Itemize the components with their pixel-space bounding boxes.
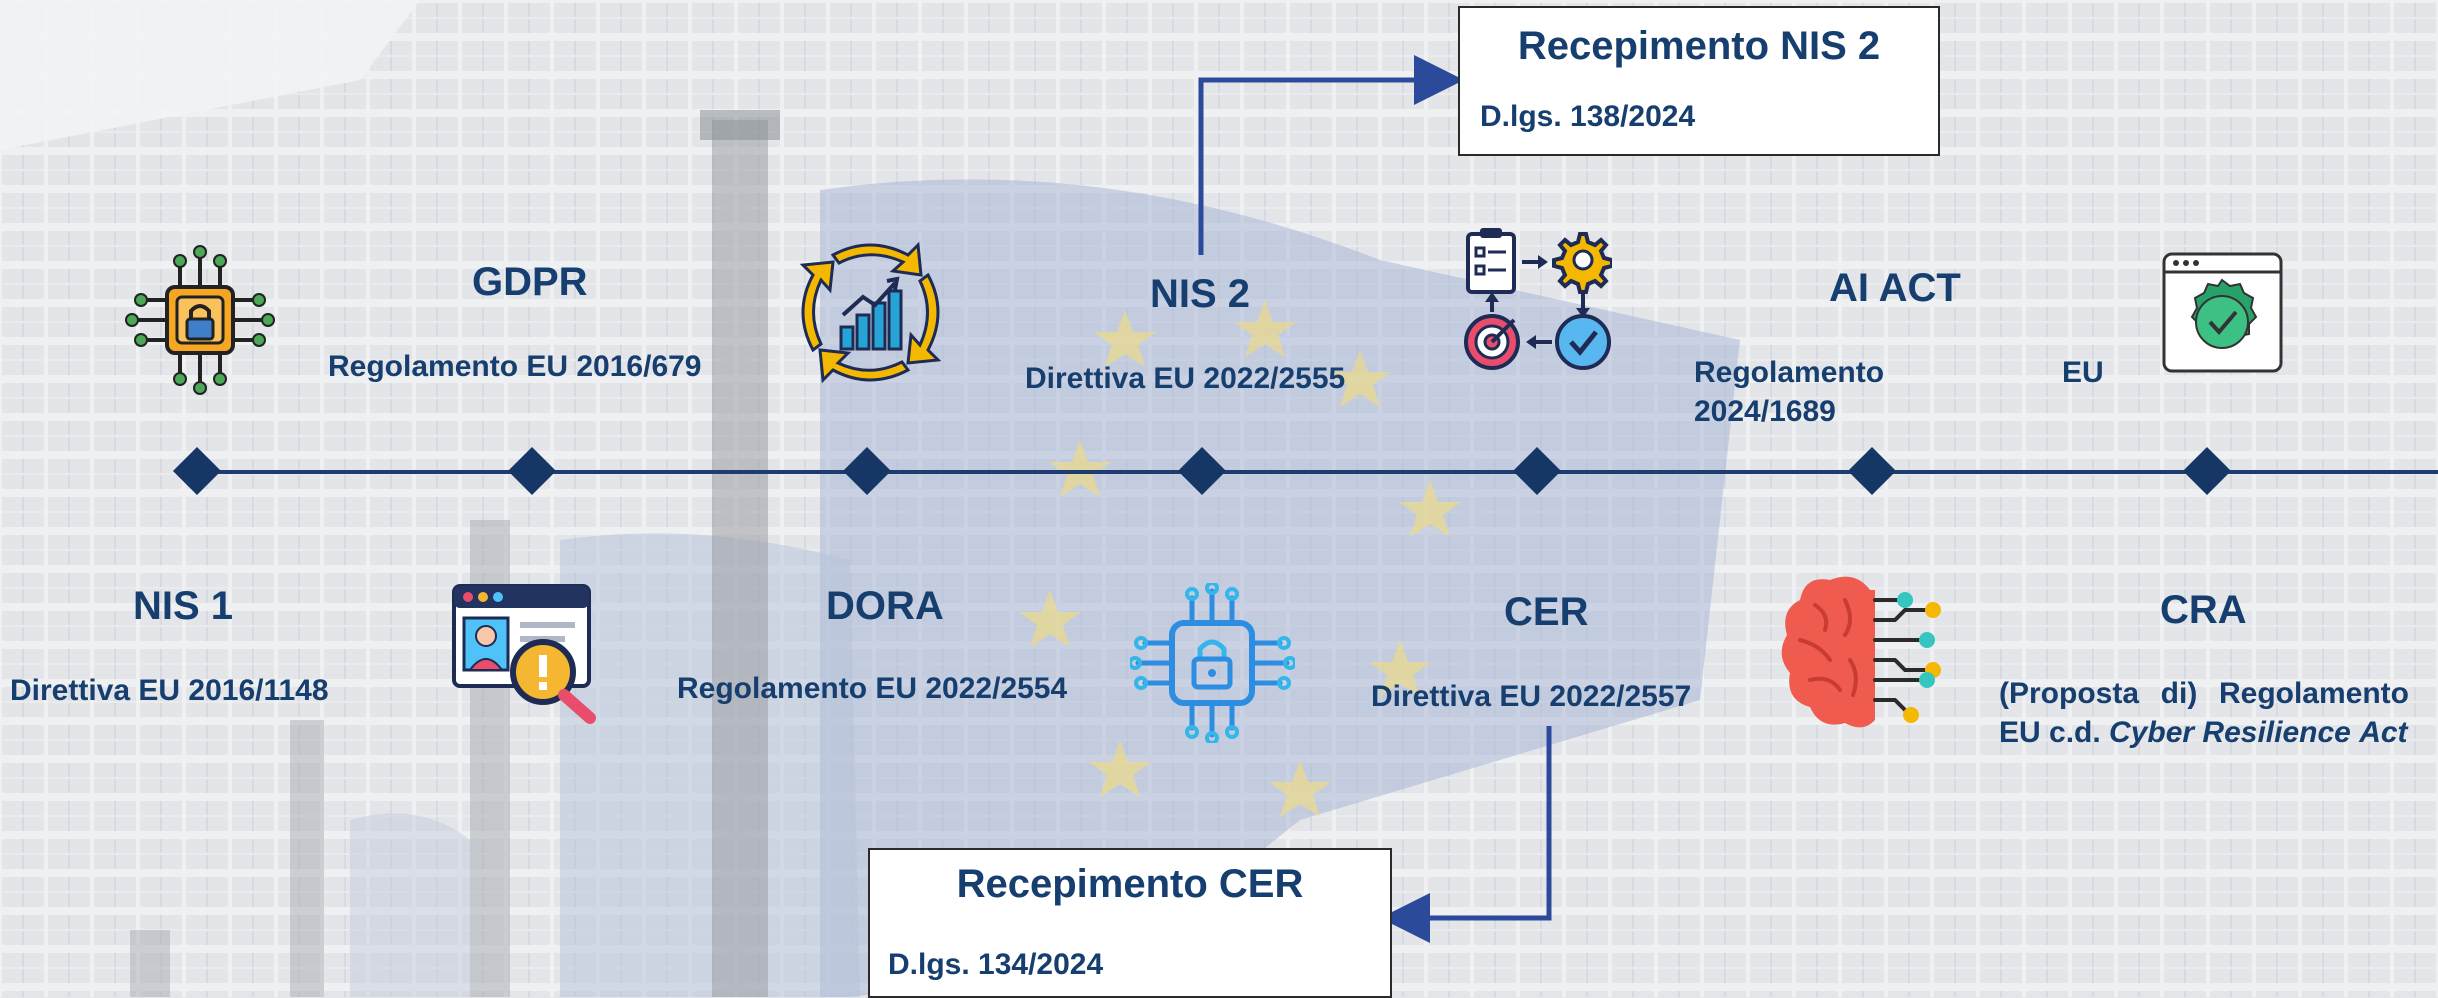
process-workflow-icon [1464,228,1612,370]
cer-transposition-box: Recepimento CER D.lgs. 134/2024 [868,848,1392,998]
cra-subtitle-text: (Proposta di) Regolamento EU c.d. [1999,677,2409,749]
ai-brain-icon [1781,576,1941,728]
chip-lock-icon [125,245,275,395]
aiact-subtitle-eu: EU [2062,356,2104,389]
nis2-transposition-box: Recepimento NIS 2 D.lgs. 138/2024 [1458,6,1940,156]
nis2-transposition-subtitle: D.lgs. 138/2024 [1480,100,1696,133]
dora-subtitle: Regolamento EU 2022/2554 [677,672,1068,705]
nis1-title: NIS 1 [133,584,234,628]
nis2-transposition-title: Recepimento NIS 2 [1517,24,1881,68]
growth-chart-cycle-icon [799,241,942,384]
aiact-title: AI ACT [1829,266,1961,310]
gdpr-title: GDPR [472,260,588,304]
timeline-axis [196,470,2438,474]
nis1-subtitle: Direttiva EU 2016/1148 [10,674,329,707]
aiact-subtitle-line1: Regolamento [1694,356,1885,389]
gdpr-subtitle: Regolamento EU 2016/679 [328,350,702,383]
verified-badge-window-icon [2162,252,2283,373]
cer-transposition-subtitle: D.lgs. 134/2024 [888,948,1104,981]
cer-title: CER [1504,590,1589,634]
profile-search-alert-icon [452,584,596,724]
aiact-subtitle: Regolamento 2024/1689 [1694,353,1884,431]
nis2-subtitle: Direttiva EU 2022/2555 [1025,362,1346,395]
aiact-subtitle-line2: 2024/1689 [1694,395,1836,428]
dora-title: DORA [826,584,944,628]
nis2-title: NIS 2 [1150,272,1251,316]
cra-subtitle-italic-2: Act [2359,716,2408,749]
cra-title: CRA [2160,588,2247,632]
circuit-lock-icon [1130,583,1295,743]
cer-transposition-title: Recepimento CER [956,862,1304,906]
cra-subtitle: (Proposta di) Regolamento EU c.d. Cyber … [1999,674,2409,752]
cra-subtitle-italic: Cyber Resilience [2109,716,2351,749]
flag-stars [1019,300,1461,817]
cer-subtitle: Direttiva EU 2022/2557 [1371,680,1692,713]
